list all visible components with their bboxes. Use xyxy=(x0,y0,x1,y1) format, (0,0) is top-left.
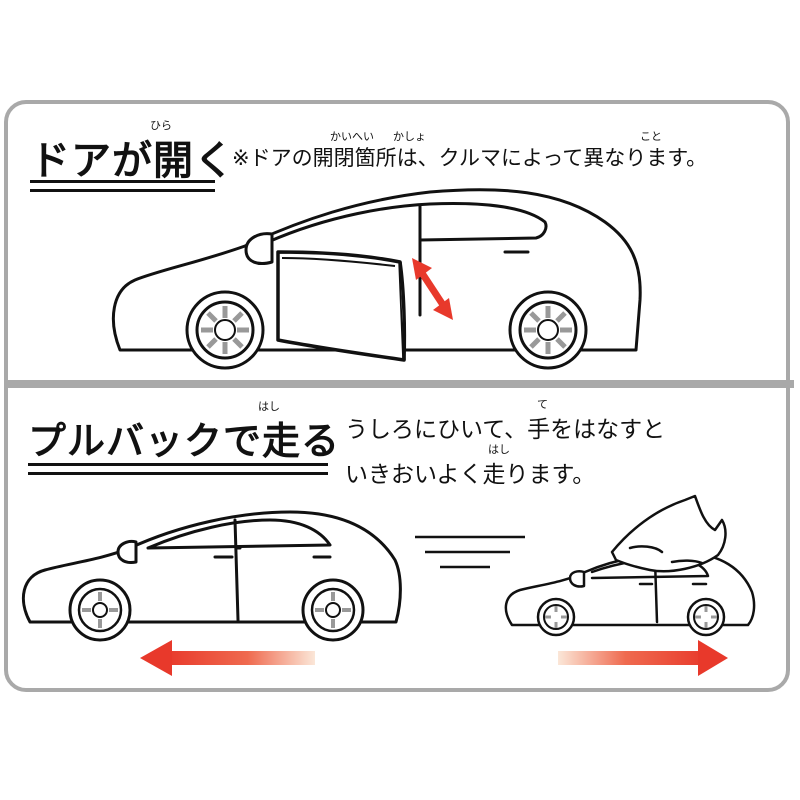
rear-wheel xyxy=(508,290,588,370)
desc-ruby-te: て xyxy=(537,398,548,411)
front-wheel xyxy=(185,290,265,370)
large-car-front-wheel xyxy=(68,578,132,642)
large-car-rear-wheel xyxy=(301,578,365,642)
section-title-door-open: ドアが開く xyxy=(30,138,235,184)
small-car-rear-wheel xyxy=(686,597,726,637)
small-car-front-wheel xyxy=(536,597,576,637)
section-title-pullback: プルバックで走る xyxy=(28,419,341,463)
pullback-description-line2: いきおいよく走ります。 xyxy=(345,462,596,488)
door-swing-arrow xyxy=(412,258,453,320)
title-ruby-pullback: はし xyxy=(258,400,280,413)
door-note-text: ※ドアの開閉箇所は、クルマによって異なります。 xyxy=(232,146,708,170)
title-underline-pullback xyxy=(28,463,328,475)
speed-lines xyxy=(415,535,525,569)
release-arrow-right xyxy=(558,640,728,676)
note-ruby-kaihei: かいへい xyxy=(330,130,374,143)
title-ruby-open: ひら xyxy=(150,119,172,132)
hand-illustration xyxy=(610,494,727,573)
pullback-description-line1: うしろにひいて、手をはなすと xyxy=(345,417,666,443)
note-ruby-kasho: かしょ xyxy=(393,130,426,143)
section-divider xyxy=(4,380,794,388)
title-underline-open xyxy=(30,180,215,192)
note-ruby-koto: こと xyxy=(640,130,662,143)
pullback-arrow-left xyxy=(140,640,315,676)
desc-ruby-hashi: はし xyxy=(488,443,510,456)
